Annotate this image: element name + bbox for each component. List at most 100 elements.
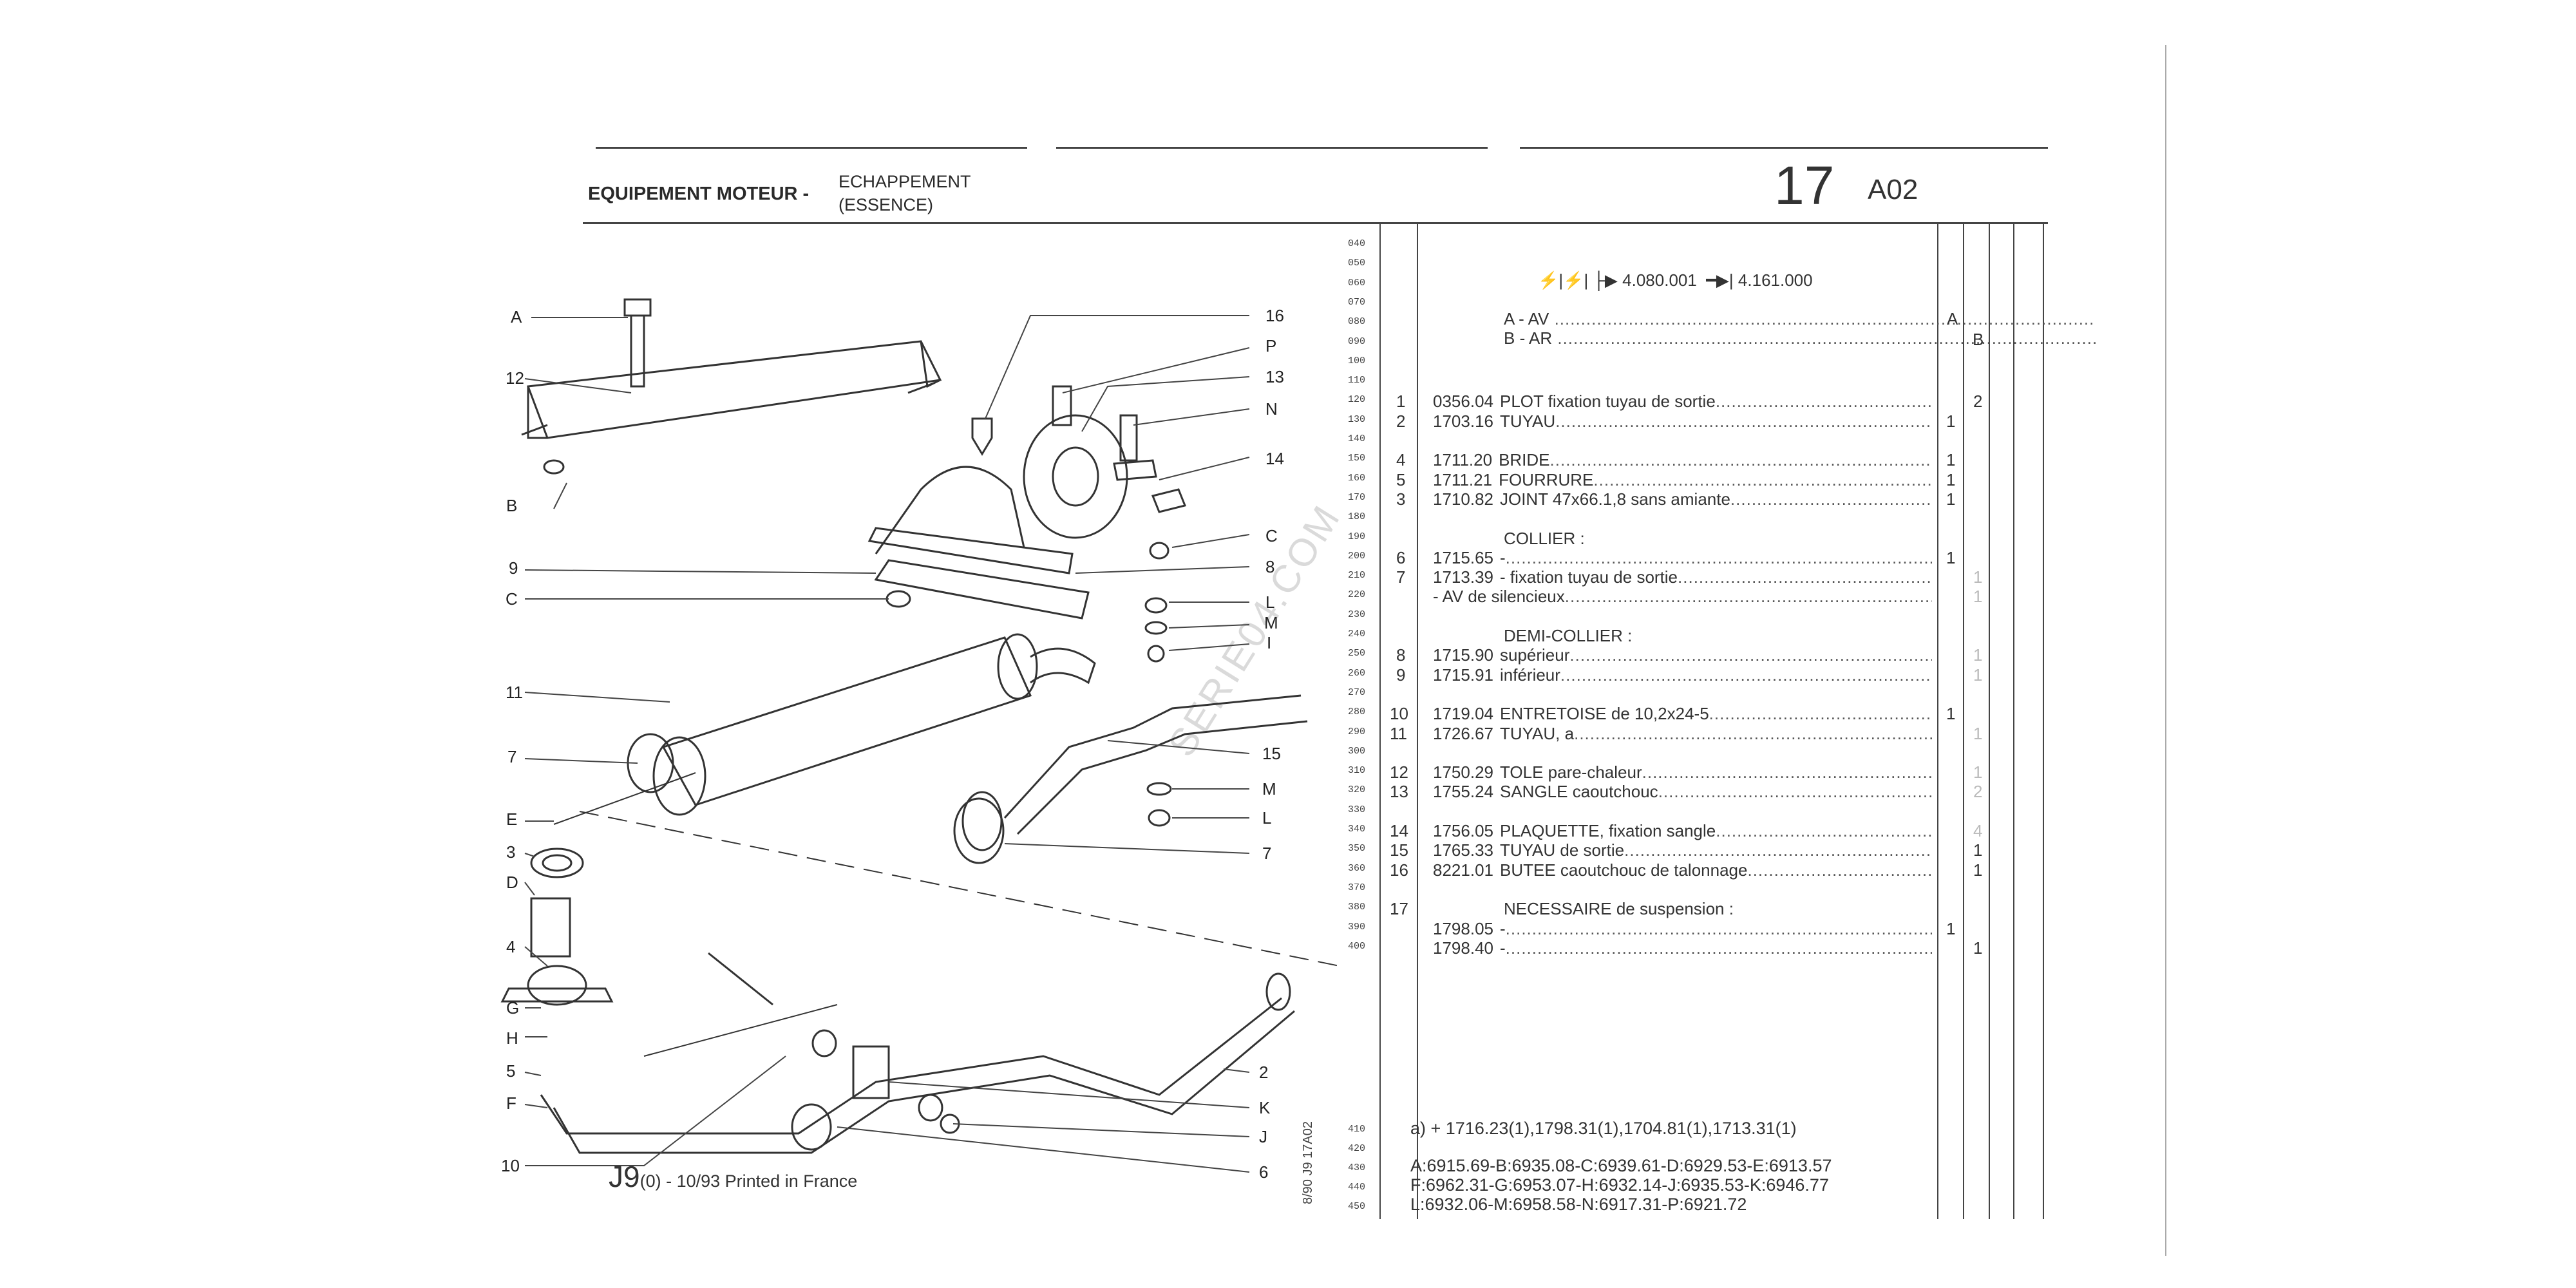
quantity-a: 1 — [1946, 489, 1956, 509]
row-number: 260 — [1348, 667, 1366, 679]
row-number: 110 — [1348, 375, 1366, 386]
part-reference: 1713.39 — [1433, 567, 1493, 587]
row-number: 300 — [1348, 745, 1366, 757]
diagram-label-4: 4 — [506, 937, 516, 956]
part-item-number: 2 — [1396, 411, 1406, 431]
serial-end: 4.161.000 — [1738, 270, 1813, 290]
quantity-b: 2 — [1973, 392, 1983, 412]
letter-refs-2: F:6962.31-G:6953.07-H:6932.14-J:6935.53-… — [1410, 1175, 1829, 1195]
diagram-label-16: 16 — [1265, 306, 1284, 325]
diagram-label-2: 2 — [1259, 1063, 1269, 1082]
bolt-e — [708, 952, 773, 1006]
part-description: ENTRETOISE de 10,2x24-5 — [1499, 704, 1709, 724]
table-rule-num — [1417, 224, 1418, 1219]
part-reference: 1798.40 — [1433, 938, 1493, 958]
quantity-b: 2 — [1973, 782, 1983, 802]
table-rule-left — [1379, 224, 1381, 1219]
exploded-diagram — [500, 298, 1340, 1173]
part-reference: 8221.01 — [1433, 860, 1493, 880]
quantity-a: 1 — [1946, 547, 1956, 567]
variant-b-col: B — [1973, 330, 1984, 349]
part-row: 1713.39 - fixation tuyau de sortie.......… — [1433, 567, 1932, 587]
dot-leader: ........................................… — [1505, 918, 1932, 938]
part-description: inférieur — [1499, 665, 1560, 685]
heat-shield — [526, 340, 942, 439]
part-description: supérieur — [1499, 645, 1570, 665]
diagram-label-c-right: C — [1265, 526, 1278, 545]
diagram-label-j: J — [1259, 1127, 1267, 1146]
diagram-label-m: M — [1264, 613, 1278, 632]
dot-leader: ........................................… — [1569, 645, 1932, 665]
part-description: - — [1499, 547, 1506, 567]
flange — [500, 987, 614, 1003]
dot-leader: ........................................… — [1730, 489, 1932, 509]
front-pipe — [540, 997, 1282, 1135]
diagram-label-5: 5 — [506, 1061, 516, 1081]
part-reference: 1755.24 — [1433, 782, 1493, 802]
part-item-number: 6 — [1396, 547, 1406, 567]
diagram-label-l: L — [1265, 592, 1275, 612]
diagram-label-n: N — [1265, 399, 1278, 419]
part-description: - fixation tuyau de sortie — [1499, 567, 1678, 587]
diagram-label-e: E — [506, 810, 518, 829]
table-rule-right — [2043, 224, 2044, 1219]
subtitle-line-2: (ESSENCE) — [838, 195, 934, 214]
dot-leader: ........................................… — [1716, 821, 1932, 840]
diagram-label-12: 12 — [506, 368, 524, 388]
part-reference: 1711.20 — [1433, 450, 1493, 470]
row-number: 140 — [1348, 433, 1366, 444]
diagram-label-h: H — [506, 1028, 518, 1048]
part-description: TUYAU de sortie — [1499, 840, 1625, 860]
part-item-number: 17 — [1390, 899, 1408, 919]
page-code: A02 — [1868, 174, 1918, 205]
part-description: FOURRURE — [1499, 469, 1594, 489]
clamp-upper — [875, 466, 1025, 554]
part-item-number: 5 — [1396, 469, 1406, 489]
quantity-b: 1 — [1973, 860, 1983, 880]
dot-leader: ........................................… — [1658, 782, 1932, 802]
header-rule — [583, 222, 2048, 224]
part-group-heading: COLLIER : — [1504, 529, 1585, 549]
row-number: 120 — [1348, 394, 1366, 406]
part-item-number: 7 — [1396, 567, 1406, 587]
top-rule-1 — [596, 147, 1027, 149]
quantity-a: 1 — [1946, 918, 1956, 938]
part-reference: 1710.82 — [1433, 489, 1493, 509]
row-number: 410 — [1348, 1124, 1366, 1135]
part-reference: 0356.04 — [1433, 392, 1493, 412]
diagram-label-7-right: 7 — [1262, 844, 1272, 863]
dot-leader: ........................................… — [1678, 567, 1932, 587]
dot-leader: ........................................… — [1715, 392, 1932, 412]
variant-a-col: A — [1947, 309, 1958, 328]
serial-range: ⚡|⚡| ├▶ 4.080.001 ━▶| 4.161.000 — [1538, 270, 1813, 290]
part-item-number: 15 — [1390, 840, 1408, 860]
part-item-number: 8 — [1396, 645, 1406, 665]
diagram-label-b: B — [506, 496, 518, 515]
row-number: 350 — [1348, 843, 1366, 855]
dot-leader: ........................................… — [1624, 840, 1932, 860]
part-description: - — [1499, 938, 1506, 958]
tail-pipe — [1003, 694, 1302, 819]
quantity-b: 1 — [1973, 665, 1983, 685]
dot-leader: ........................................… — [1505, 938, 1932, 958]
row-number: 100 — [1348, 355, 1366, 366]
footer-text: (0) - 10/93 Printed in France — [639, 1171, 858, 1191]
part-reference: 1750.29 — [1433, 762, 1493, 782]
note-a: a) + 1716.23(1),1798.31(1),1704.81(1),17… — [1410, 1119, 1797, 1138]
diagram-label-f: F — [506, 1094, 516, 1113]
dot-leader: ........................................… — [1574, 723, 1932, 743]
part-reference: 1798.05 — [1433, 918, 1493, 938]
row-number: 070 — [1348, 296, 1366, 308]
row-number: 150 — [1348, 453, 1366, 464]
part-description: - — [1499, 918, 1506, 938]
clamp-lower — [874, 559, 1090, 620]
quantity-b: 1 — [1973, 762, 1983, 782]
